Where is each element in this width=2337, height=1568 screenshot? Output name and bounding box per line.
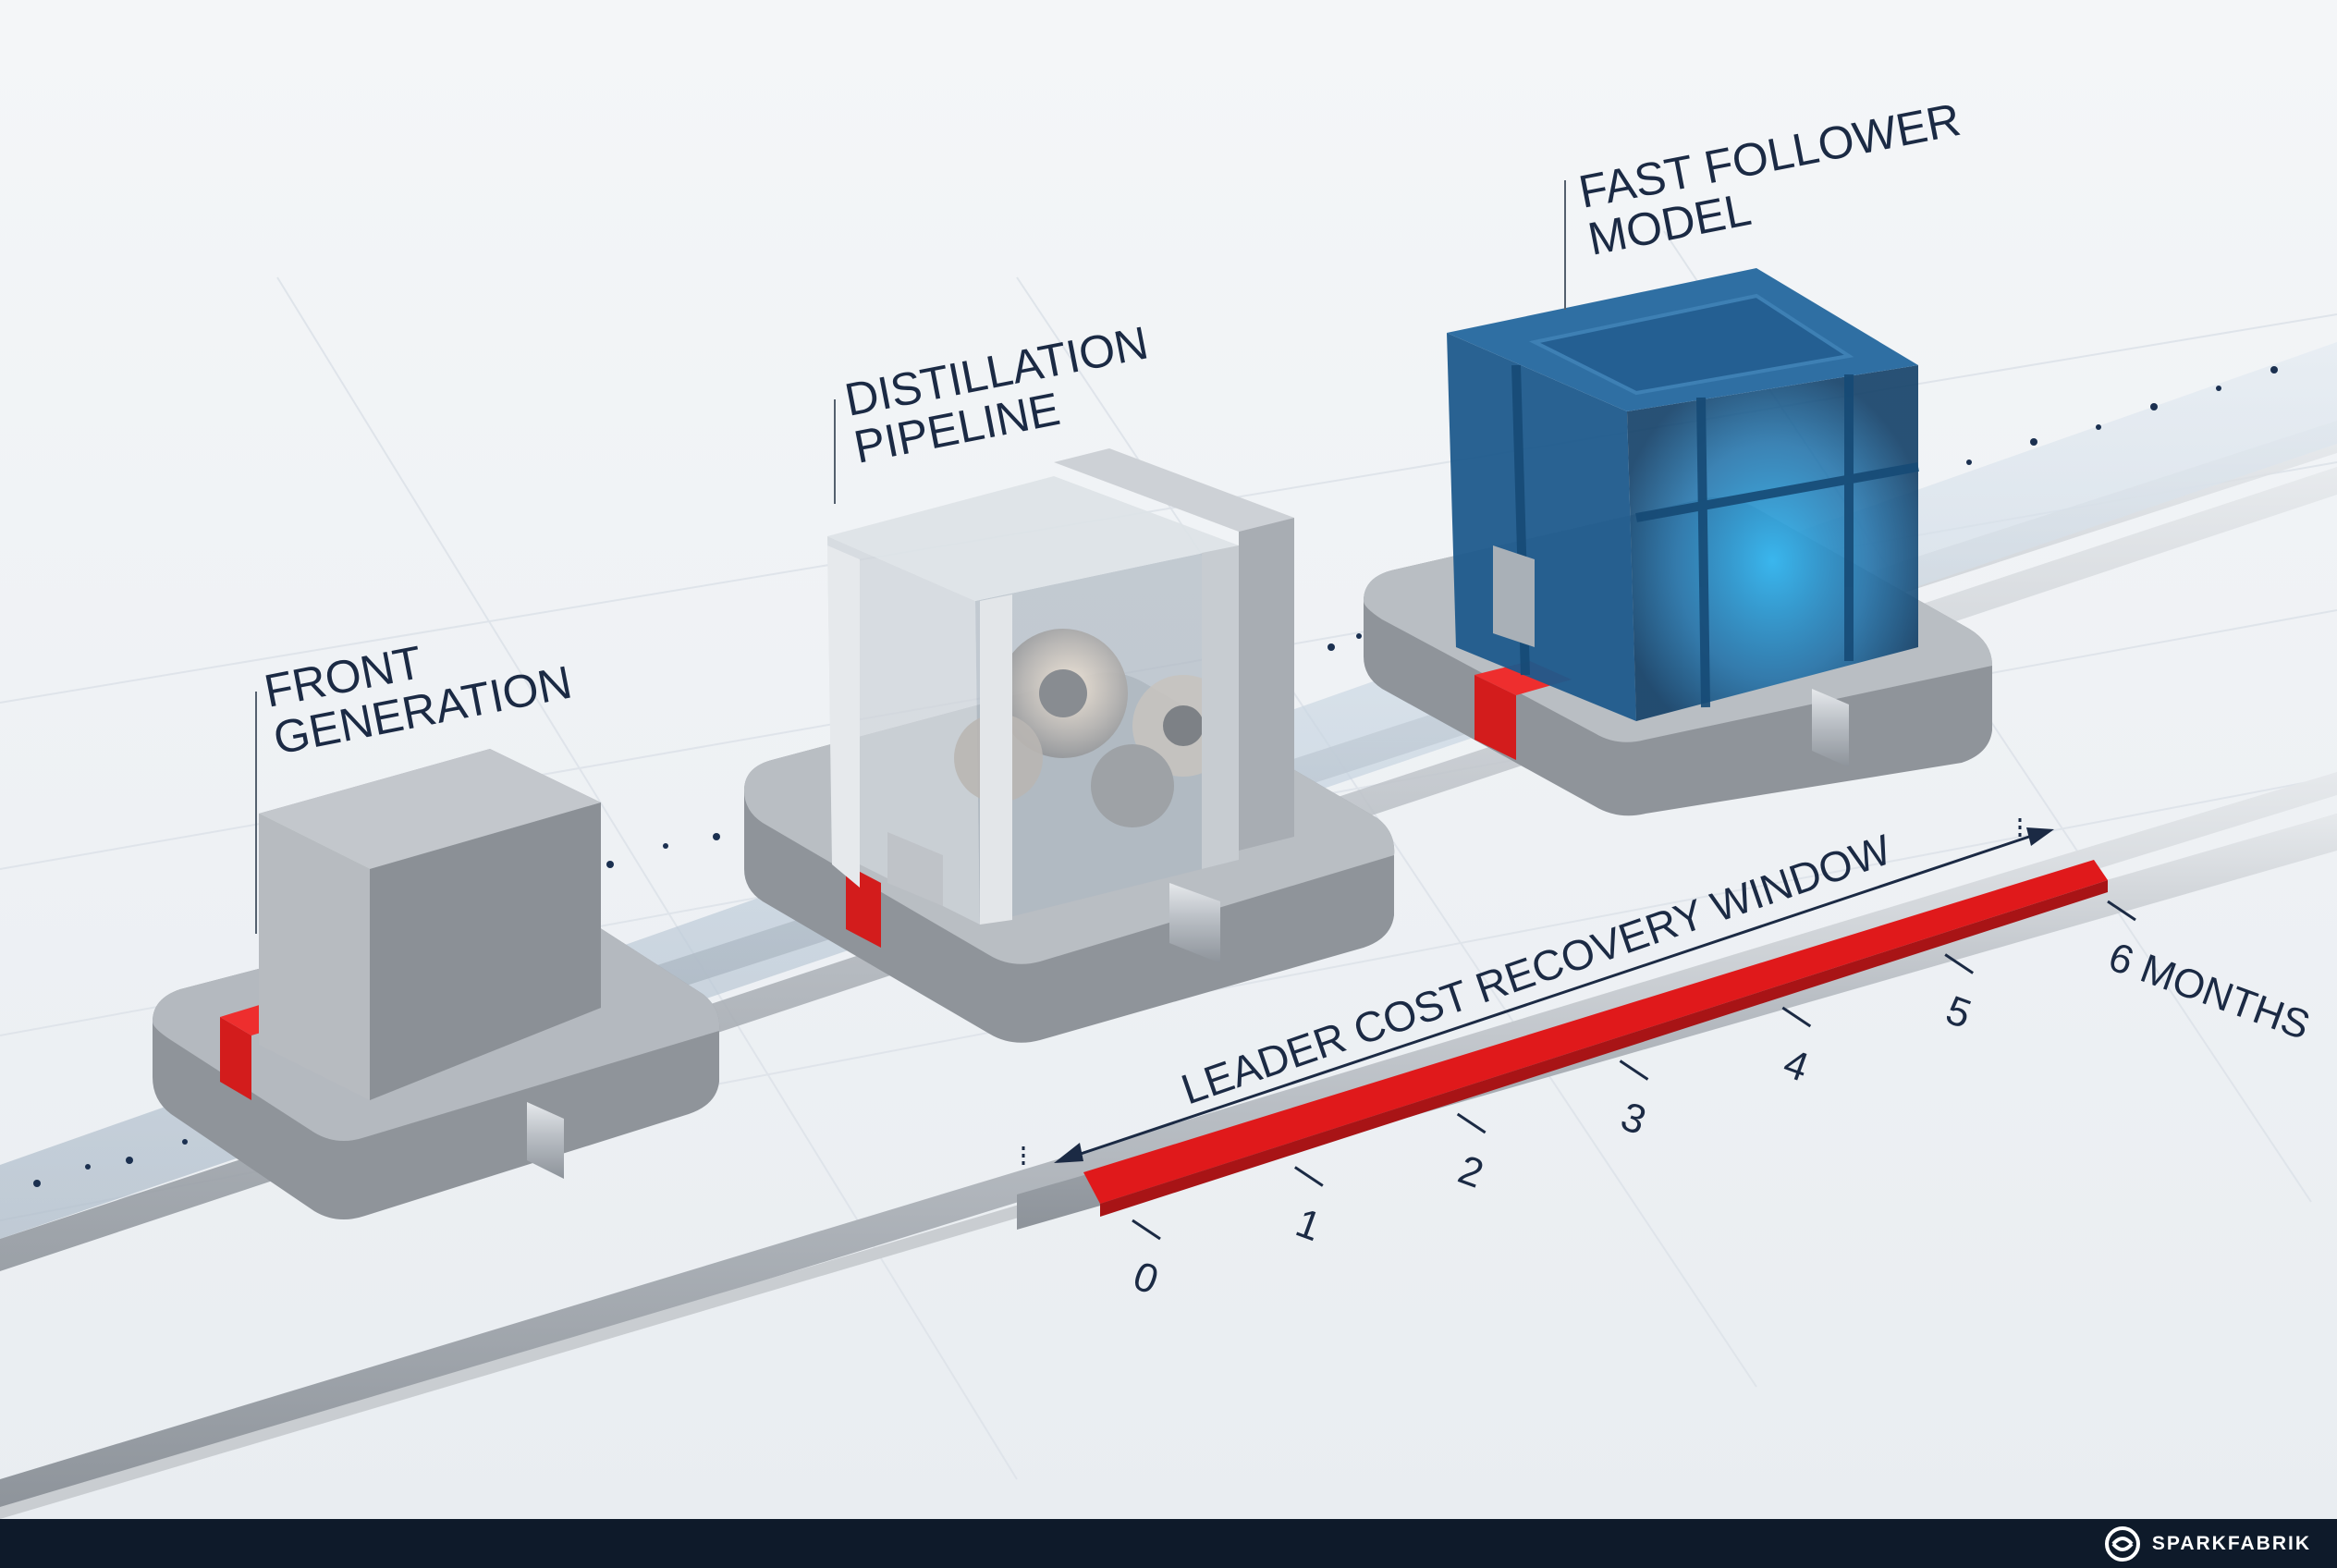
recovery-window-bar	[1083, 860, 2108, 1204]
timeline-tick-3	[1619, 1060, 1649, 1081]
timeline-tick-4	[1781, 1006, 1812, 1028]
recovery-window-arrow	[1060, 835, 2030, 1162]
front-generation-block	[153, 749, 720, 1219]
timeline-tick-6	[2107, 900, 2136, 922]
timeline-ticks	[1132, 900, 2136, 1241]
fast-follower-model-block	[1364, 268, 1992, 816]
sparkfabrik-logo-icon	[2104, 1525, 2140, 1562]
timeline-tick-2	[1456, 1112, 1487, 1134]
brand: SPARKFABRIK	[2104, 1519, 2311, 1568]
distillation-pipeline-block	[744, 448, 1395, 1043]
timeline-tick-1	[1294, 1166, 1324, 1187]
timeline-tick-0	[1132, 1219, 1161, 1241]
footer-bar: SPARKFABRIK	[0, 1519, 2337, 1568]
brand-name: SPARKFABRIK	[2151, 1532, 2311, 1554]
timeline-tick-5	[1944, 953, 1974, 974]
